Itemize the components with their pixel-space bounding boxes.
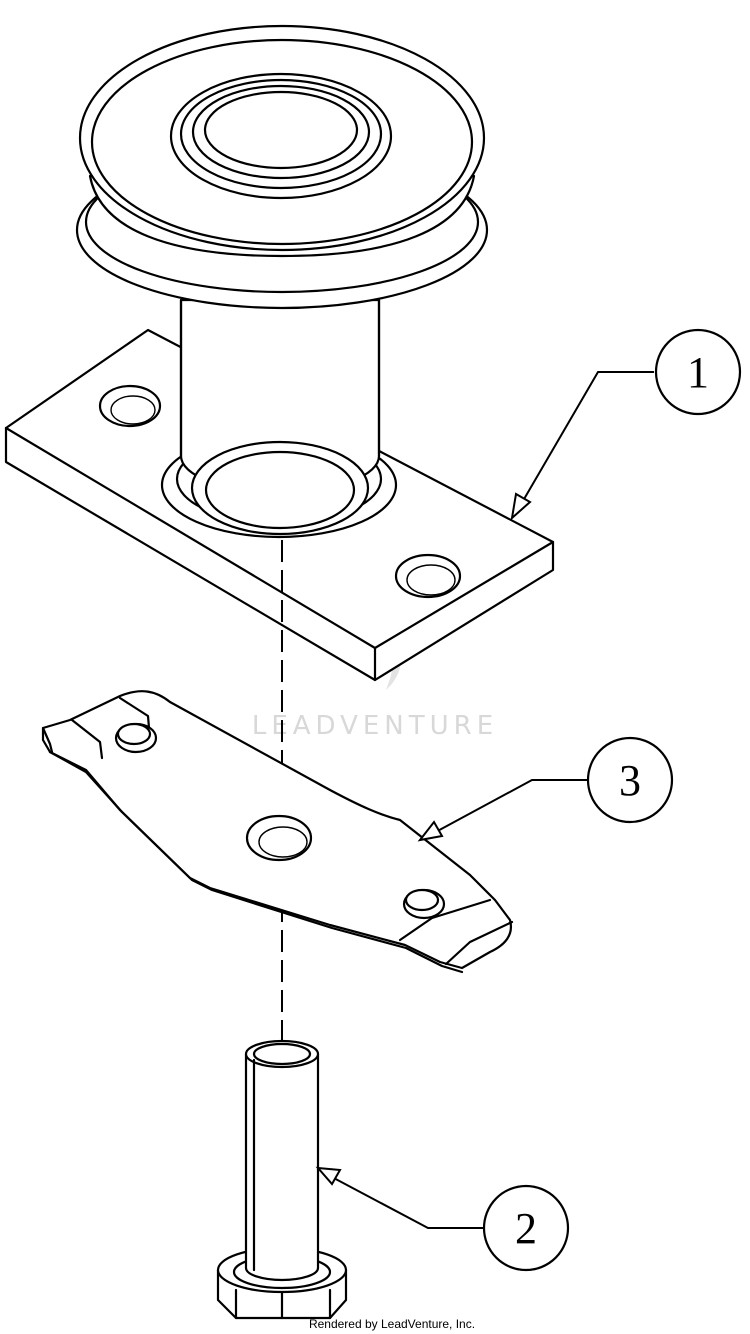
part-1-idler-pulley-bracket: [4, 24, 555, 682]
callout-2-circle: [482, 1184, 570, 1272]
callout-3-label: 3: [619, 756, 641, 805]
callout-1-circle: [654, 328, 742, 416]
callout-1-label: 1: [687, 348, 709, 397]
callout-2-arrowhead: [315, 1166, 342, 1186]
callout-1: 1: [510, 328, 742, 521]
callout-3-arrowhead: [417, 820, 444, 842]
callout-3-leader: [431, 779, 588, 835]
callout-1-leader: [519, 371, 654, 507]
part-3-retainer-plate: [41, 690, 514, 974]
watermark-text: LEADVENTURE: [252, 711, 498, 741]
callout-2-leader: [329, 1175, 484, 1229]
callout-3: 3: [417, 736, 674, 842]
callout-3-circle: [586, 736, 674, 824]
part-2-bolt: [216, 1039, 348, 1320]
callout-2-label: 2: [515, 1204, 537, 1253]
footer-credit: Rendered by LeadVenture, Inc.: [309, 1317, 475, 1331]
callout-2: 2: [315, 1166, 570, 1272]
callout-1-arrowhead: [510, 492, 532, 521]
